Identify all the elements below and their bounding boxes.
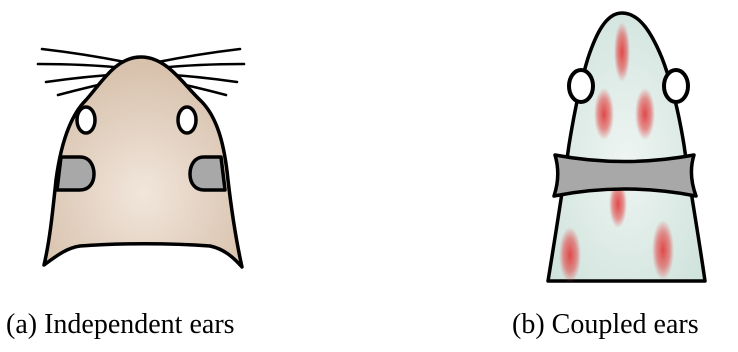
left-eye (569, 70, 593, 102)
caption-independent-ears: (a) Independent ears (6, 311, 235, 339)
right-eye (178, 107, 196, 133)
right-ear (190, 157, 225, 190)
left-ear (57, 157, 94, 190)
coupled-ears-illustration (470, 0, 738, 300)
independent-ears-illustration (0, 0, 330, 300)
panel-coupled-ears: (b) Coupled ears (470, 0, 738, 352)
panel-independent-ears: (a) Independent ears (0, 0, 330, 352)
coupled-ear-band (554, 155, 696, 196)
left-eye (77, 107, 95, 133)
caption-coupled-ears: (b) Coupled ears (512, 311, 699, 339)
right-eye (664, 70, 688, 102)
